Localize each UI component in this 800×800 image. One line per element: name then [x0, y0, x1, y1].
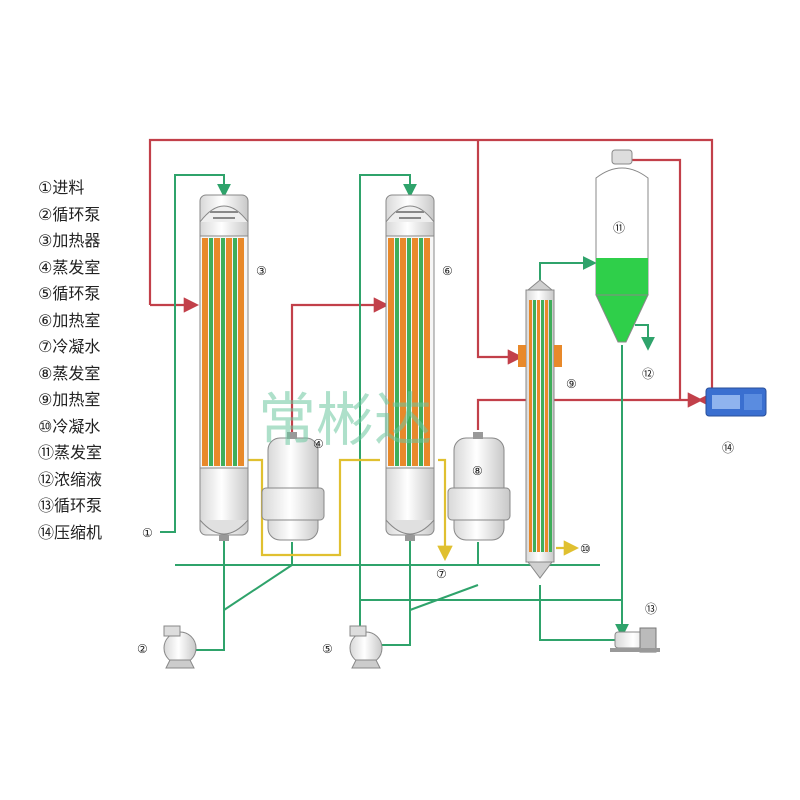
legend-item: ①进料	[38, 178, 85, 197]
legend-item: ⑤循环泵	[38, 284, 101, 303]
condensate-line-7	[437, 458, 453, 562]
evaporator-8	[447, 432, 511, 541]
label-7: ⑦	[436, 567, 447, 581]
legend-item: ③加热器	[38, 231, 101, 250]
label-1: ①	[142, 526, 153, 540]
legend-item: ⑩冷凝水	[38, 416, 101, 436]
heater-6	[385, 194, 435, 541]
legend: ①进料 ②循环泵 ③加热器 ④蒸发室 ⑤循环泵 ⑥加热室 ⑦冷凝水 ⑧蒸发室 ⑨…	[38, 175, 148, 546]
label-2: ②	[137, 642, 148, 656]
line-heater9-top	[539, 256, 597, 280]
heater-9	[518, 279, 562, 579]
pump-2	[163, 625, 197, 669]
line-pump5-out	[409, 584, 479, 611]
legend-item: ②循环泵	[38, 204, 101, 224]
line-heater9-bottom	[539, 585, 615, 641]
label-4: ④	[313, 437, 324, 451]
label-6: ⑥	[442, 264, 453, 278]
label-12: ⑫	[642, 367, 654, 381]
pump-5	[349, 625, 383, 669]
heater-3-tubes	[202, 238, 244, 466]
steam-line-to-heater-9	[476, 140, 524, 365]
condensate-lines	[248, 458, 580, 562]
legend-item: ⑦冷凝水	[38, 337, 101, 356]
line-heater6-bottom	[382, 540, 411, 646]
steam-line-separator-11-top	[630, 158, 682, 400]
legend-item: ⑫浓缩液	[38, 469, 103, 489]
legend-item: ⑥加热室	[38, 310, 101, 330]
label-11: ⑪	[613, 221, 625, 235]
steam-line-from-evap-8	[476, 392, 704, 430]
heater-3	[199, 194, 249, 541]
steam-line-from-evap-4	[290, 297, 390, 435]
heater-9-tubes	[529, 300, 552, 552]
legend-item: ⑧蒸发室	[38, 363, 101, 383]
label-9: ⑨	[566, 377, 577, 391]
label-10: ⑩	[580, 542, 591, 556]
line-pump2-out	[223, 564, 293, 611]
line-pump5-feed	[359, 174, 417, 640]
line-concentrate-out	[635, 324, 655, 351]
line-pump2	[190, 540, 225, 651]
legend-item: ④蒸发室	[38, 257, 101, 277]
compressor-14	[705, 387, 767, 417]
label-14: ⑭	[722, 441, 734, 455]
circulation-lines	[160, 174, 655, 651]
legend-item: ⑪蒸发室	[38, 443, 103, 462]
legend-item: ⑭压缩机	[38, 522, 103, 542]
heater-6-tubes	[388, 238, 430, 466]
legend-item: ⑬循环泵	[38, 496, 103, 515]
label-3: ③	[256, 264, 267, 278]
evaporator-4	[261, 432, 325, 541]
legend-item: ⑨加热室	[38, 390, 101, 409]
label-8: ⑧	[472, 464, 483, 478]
equipment-labels: ① ② ③ ④ ⑤ ⑥ ⑦ ⑧ ⑨ ⑩ ⑪ ⑫ ⑬ ⑭	[137, 221, 734, 656]
pump-13	[610, 627, 660, 653]
watermark: 常彬达	[258, 386, 432, 454]
separator-11	[595, 149, 649, 343]
feed-line-1	[160, 174, 231, 533]
label-13: ⑬	[645, 602, 657, 616]
condensate-line-3	[248, 458, 380, 557]
label-5: ⑤	[322, 642, 333, 656]
